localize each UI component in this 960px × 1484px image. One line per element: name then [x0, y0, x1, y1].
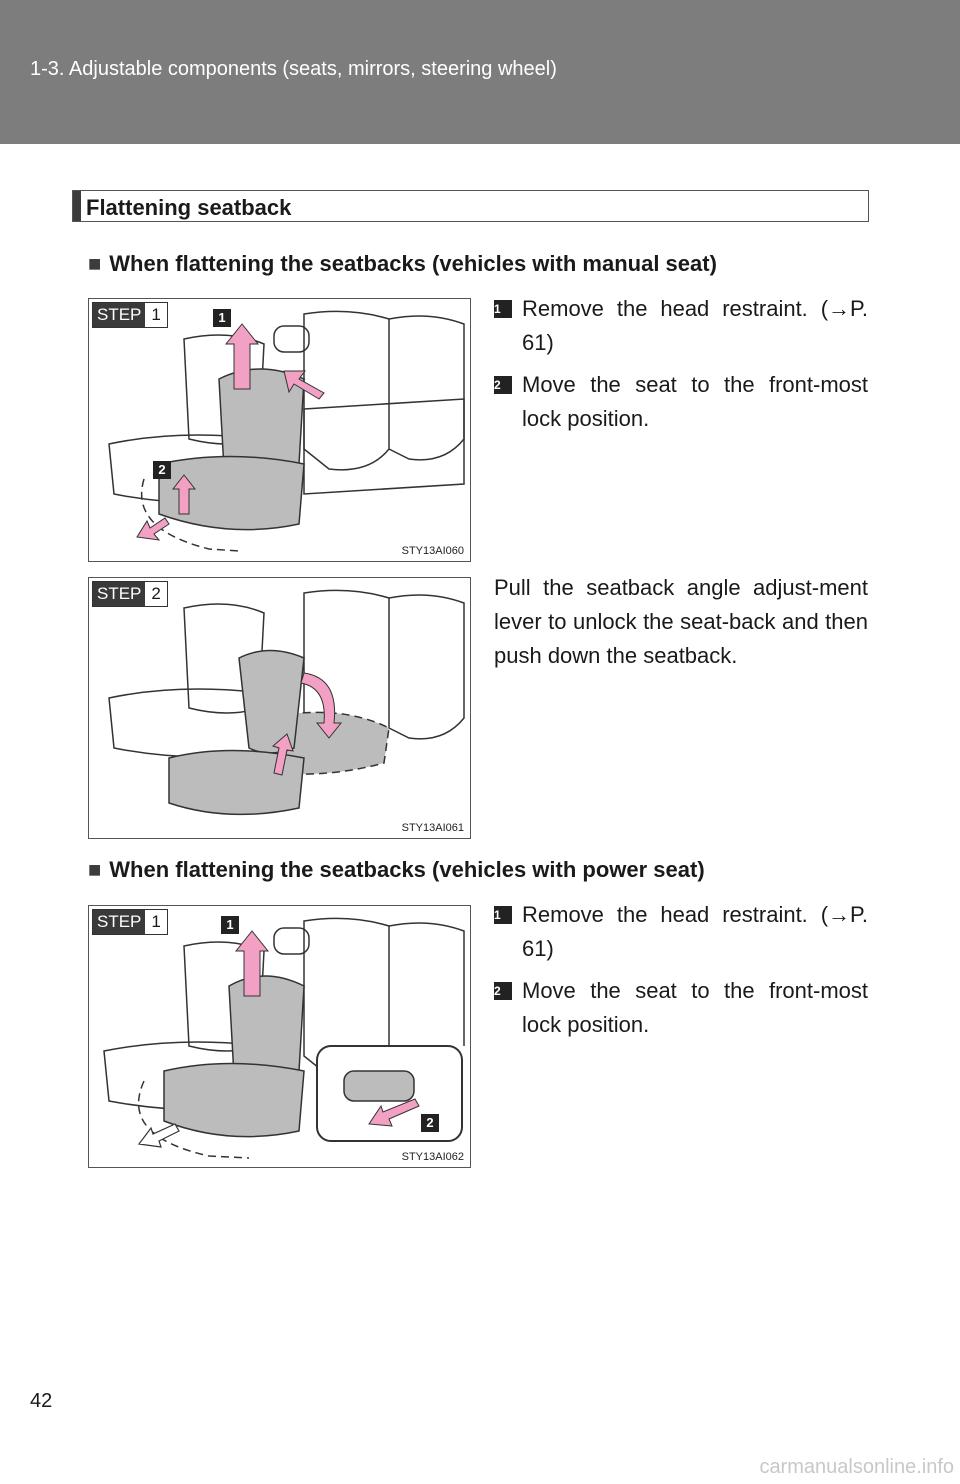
figure-manual-step1: STEP 1 1 2 STY13AI060 — [88, 298, 471, 562]
power-step1-instructions: 1 Remove the head restraint. (→P. 61) 2 … — [494, 898, 868, 1042]
manual-step1-instructions: 1 Remove the head restraint. (→P. 61) 2 … — [494, 292, 868, 436]
manual-seat-heading: ■ When flattening the seatbacks (vehicles… — [88, 251, 717, 277]
step-badge: STEP 1 — [92, 302, 168, 328]
instruction-item: 2 Move the seat to the front-most lock p… — [494, 974, 868, 1042]
figure-code: STY13AI062 — [401, 1151, 464, 1163]
seat-illustration — [108, 310, 465, 552]
number-badge: 1 — [494, 300, 512, 318]
heading-square-icon: ■ — [88, 857, 102, 882]
instruction-text: Remove the head restraint. (→P. 61) — [522, 296, 868, 355]
instruction-item: 1 Remove the head restraint. (→P. 61) — [494, 898, 868, 966]
figure-power-step1: STEP 1 1 2 STY13AI062 — [88, 905, 471, 1168]
step-number: 1 — [151, 912, 161, 931]
manual-step2-instruction: Pull the seatback angle adjust-ment leve… — [494, 575, 868, 668]
step-word: STEP — [93, 910, 146, 934]
figure-manual-step2: STEP 2 STY13AI061 — [88, 577, 471, 839]
number-badge: 2 — [494, 982, 512, 1000]
instruction-text: Remove the head restraint. (→P. 61) — [522, 902, 868, 961]
step-badge: STEP 1 — [92, 909, 168, 935]
page-number: 42 — [30, 1390, 53, 1412]
seat-illustration — [103, 917, 465, 1159]
footer-watermark: carmanualsonline.info — [759, 1456, 954, 1478]
instruction-item: 2 Move the seat to the front-most lock p… — [494, 368, 868, 436]
figure-code: STY13AI060 — [401, 545, 464, 557]
section-title: Flattening seatback — [86, 195, 292, 220]
chapter-title: 1-3. Adjustable components (seats, mirro… — [30, 58, 557, 80]
step-word: STEP — [93, 582, 146, 606]
heading-square-icon: ■ — [88, 251, 102, 276]
step-word: STEP — [93, 303, 146, 327]
instruction-item: 1 Remove the head restraint. (→P. 61) — [494, 292, 868, 360]
instruction-text: Move the seat to the front-most lock pos… — [522, 978, 868, 1037]
power-heading-text: When flattening the seatbacks (vehicles … — [109, 857, 705, 882]
number-badge: 1 — [494, 906, 512, 924]
figure-code: STY13AI061 — [401, 822, 464, 834]
callout-2: 2 — [153, 461, 171, 479]
step-number: 2 — [151, 584, 161, 603]
section-title-bar: Flattening seatback — [72, 190, 869, 222]
seat-illustration — [108, 589, 465, 816]
manual-heading-text: When flattening the seatbacks (vehicles … — [109, 251, 717, 276]
section-marker — [73, 191, 81, 221]
callout-1: 1 — [213, 309, 231, 327]
power-seat-heading: ■ When flattening the seatbacks (vehicles… — [88, 857, 705, 883]
number-badge: 2 — [494, 376, 512, 394]
callout-1: 1 — [221, 916, 239, 934]
callout-2: 2 — [421, 1114, 439, 1132]
instruction-text: Move the seat to the front-most lock pos… — [522, 372, 868, 431]
step-badge: STEP 2 — [92, 581, 168, 607]
page-header: 1-3. Adjustable components (seats, mirro… — [0, 0, 960, 144]
step-number: 1 — [151, 305, 161, 324]
